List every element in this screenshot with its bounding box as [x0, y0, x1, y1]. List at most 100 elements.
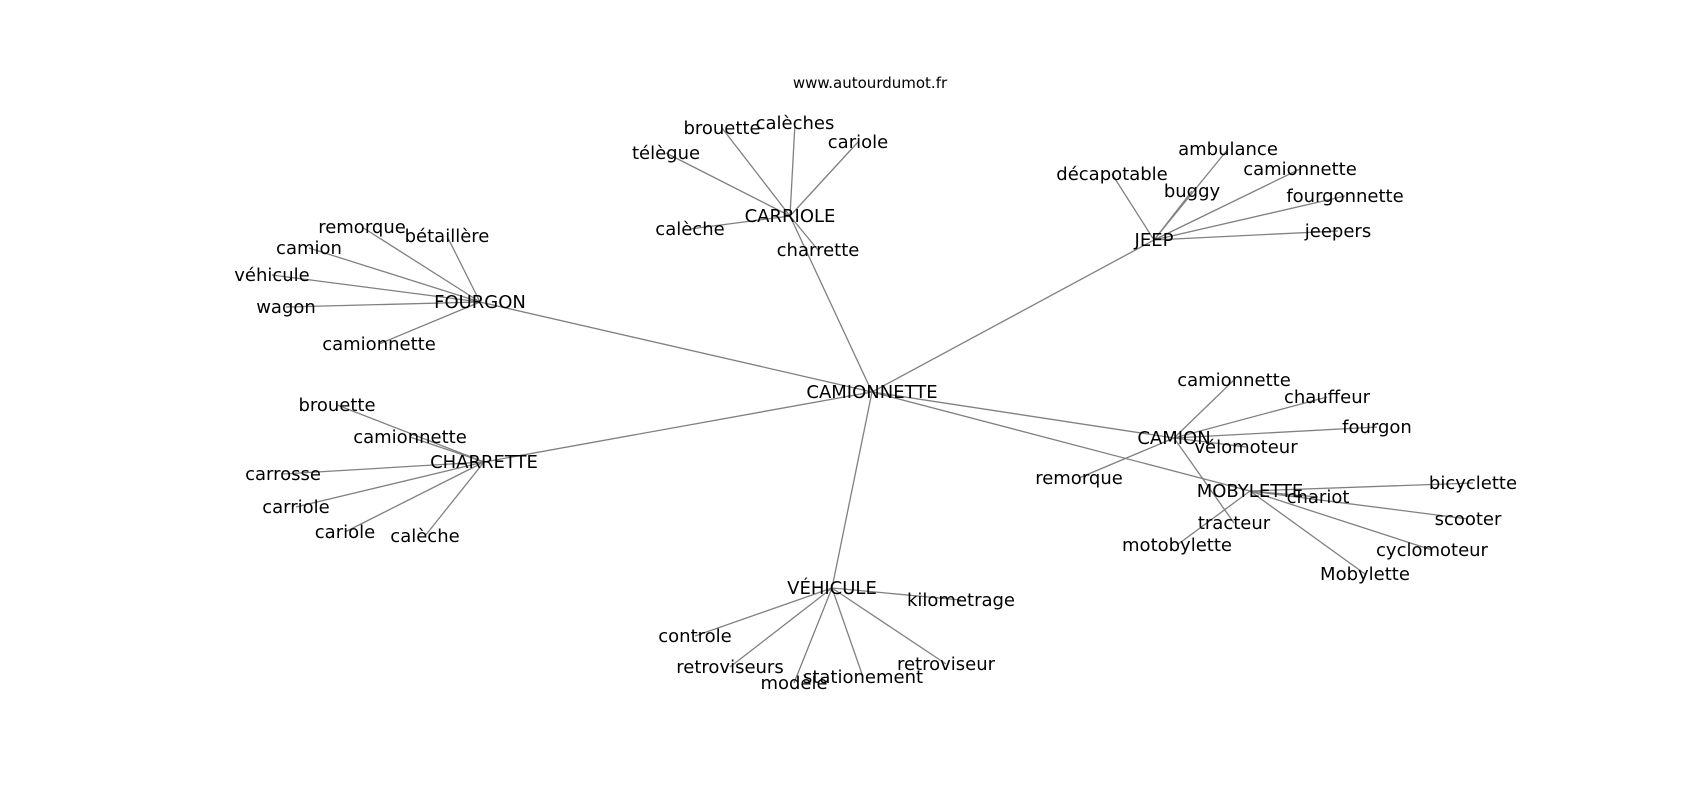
edge-hub-leaf [446, 235, 481, 303]
edge-center-hub [483, 391, 873, 463]
leaf-node-label: camionnette [1243, 159, 1357, 180]
edge-hub-leaf [831, 587, 947, 665]
leaf-node-label: motobylette [1122, 535, 1232, 556]
leaf-node-label: carrosse [245, 464, 321, 485]
leaf-node-label: wagon [256, 297, 316, 318]
leaf-node-label: tracteur [1198, 513, 1271, 534]
leaf-node-label: fourgon [1342, 417, 1412, 438]
edge-hub-leaf [1173, 426, 1378, 439]
leaf-node-label: kilometrage [907, 590, 1015, 611]
hub-node-label: CHARRETTE [430, 452, 538, 473]
edge-hub-leaf [378, 301, 481, 345]
edge-hub-leaf [424, 461, 485, 537]
edge-hub-leaf [789, 141, 859, 217]
edge-hub-leaf [1173, 396, 1328, 439]
leaf-node-label: camionnette [353, 427, 467, 448]
edge-hub-leaf [282, 461, 485, 475]
edge-hub-leaf [1153, 195, 1346, 241]
edge-hub-leaf [793, 587, 833, 684]
edge-hub-leaf [1249, 482, 1474, 492]
edge-center-hub [831, 391, 873, 589]
hub-node-label: VÉHICULE [787, 577, 877, 599]
leaf-node-label: scooter [1435, 509, 1502, 530]
edge-hub-leaf [1173, 379, 1235, 439]
edge-hub-leaf [1153, 168, 1301, 241]
leaf-node-label: remorque [318, 217, 406, 238]
leaf-node-label: calèche [655, 219, 724, 240]
edge-hub-leaf [1111, 173, 1155, 241]
edge-hub-leaf [295, 461, 485, 508]
edge-center-hub [871, 239, 1155, 393]
leaf-node-label: vélomoteur [1194, 437, 1298, 458]
hub-node-label: MOBYLETTE [1197, 481, 1304, 502]
leaf-node-label: calèches [756, 113, 835, 134]
leaf-node-label: stationement [803, 667, 923, 688]
edge-hub-leaf [308, 247, 481, 303]
edge-hub-leaf [831, 587, 962, 601]
leaf-node-label: bétaillère [405, 226, 490, 247]
edge-center-hub [789, 215, 873, 393]
leaf-node-label: camionnette [322, 334, 436, 355]
edge-hub-leaf [1249, 490, 1433, 551]
edge-center-hub [871, 391, 1175, 439]
leaf-node-label: décapotable [1056, 164, 1167, 185]
leaf-node-label: controle [658, 626, 731, 647]
edge-hub-leaf [361, 226, 481, 303]
edge-hub-leaf [1249, 490, 1366, 575]
edge-hub-leaf [1176, 490, 1251, 546]
leaf-node-label: fourgonnette [1286, 186, 1403, 207]
leaf-node-label: bicyclette [1429, 473, 1517, 494]
edge-hub-leaf [729, 587, 833, 668]
edge-hub-leaf [1173, 437, 1235, 524]
edge-hub-leaf [1173, 437, 1247, 448]
edge-hub-leaf [789, 122, 796, 217]
leaf-node-label: charrette [777, 240, 860, 261]
source-label: www.autourdumot.fr [793, 74, 948, 92]
edge-hub-leaf [1153, 190, 1193, 241]
edge-hub-leaf [689, 215, 791, 230]
leaf-node-label: camionnette [1177, 370, 1291, 391]
edge-hub-leaf [1153, 230, 1339, 241]
leaf-node-label: calèche [390, 526, 459, 547]
leaf-node-label: carriole [262, 497, 330, 518]
leaf-node-label: retroviseur [897, 654, 996, 675]
leaf-node-label: buggy [1164, 181, 1221, 202]
hub-node-label: CAMION [1137, 428, 1210, 449]
edge-hub-leaf [789, 215, 819, 251]
graph-edges [271, 122, 1474, 684]
leaf-node-label: ambulance [1178, 139, 1278, 160]
edge-center-hub [871, 391, 1251, 492]
leaf-node-label: camion [276, 238, 342, 259]
leaf-node-label: chauffeur [1284, 387, 1371, 408]
center-node-label: CAMIONNETTE [806, 382, 937, 403]
leaf-node-label: cariole [828, 132, 888, 153]
hub-node-label: FOURGON [434, 292, 526, 313]
leaf-node-label: Mobylette [1320, 564, 1410, 585]
leaf-node-label: brouette [298, 395, 375, 416]
edge-hub-leaf [721, 127, 791, 217]
edge-hub-leaf [285, 301, 481, 308]
leaf-node-label: jeepers [1304, 221, 1371, 242]
hub-node-label: CARRIOLE [745, 206, 836, 227]
leaf-node-label: remorque [1035, 468, 1123, 489]
leaf-node-label: chariot [1287, 487, 1350, 508]
leaf-node-label: cariole [315, 522, 375, 543]
edge-hub-leaf [831, 587, 864, 678]
leaf-node-label: télègue [632, 143, 700, 164]
leaf-node-label: véhicule [234, 265, 310, 286]
edge-hub-leaf [336, 404, 485, 463]
edge-hub-leaf [1249, 490, 1469, 520]
leaf-node-label: brouette [683, 118, 760, 139]
leaf-node-label: cyclomoteur [1376, 540, 1489, 561]
graph-labels: www.autourdumot.fr CAMIONNETTE CARRIOLE br… [234, 74, 1517, 694]
edge-hub-leaf [344, 461, 485, 533]
leaf-node-label: retroviseurs [676, 657, 783, 678]
edge-hub-leaf [694, 587, 833, 637]
hub-node-label: JEEP [1134, 230, 1174, 251]
leaf-node-label: modèle [760, 673, 827, 694]
edge-center-hub [479, 301, 873, 393]
edge-hub-leaf [409, 436, 485, 463]
edge-hub-leaf [271, 274, 481, 303]
edge-hub-leaf [665, 152, 791, 217]
